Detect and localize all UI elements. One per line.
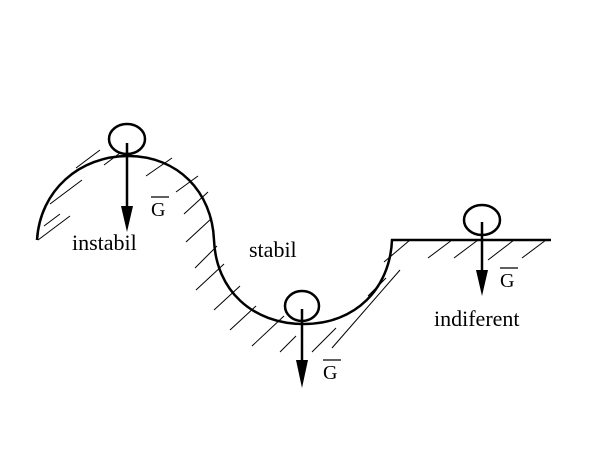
weight-symbol-stable: G [323,359,341,384]
weight-arrow-unstable [121,143,133,232]
label-stable: stabil [249,237,297,262]
label-unstable: instabil [72,230,137,255]
weight-symbol-unstable: G [151,196,169,221]
svg-text:G: G [151,199,165,221]
weight-symbol-neutral: G [500,267,518,292]
svg-text:G: G [500,270,514,292]
weight-arrow-stable [296,309,308,388]
svg-text:G: G [323,362,337,384]
ground-profile [35,154,551,326]
label-neutral: indiferent [434,306,520,331]
weight-arrow-neutral [476,222,488,296]
